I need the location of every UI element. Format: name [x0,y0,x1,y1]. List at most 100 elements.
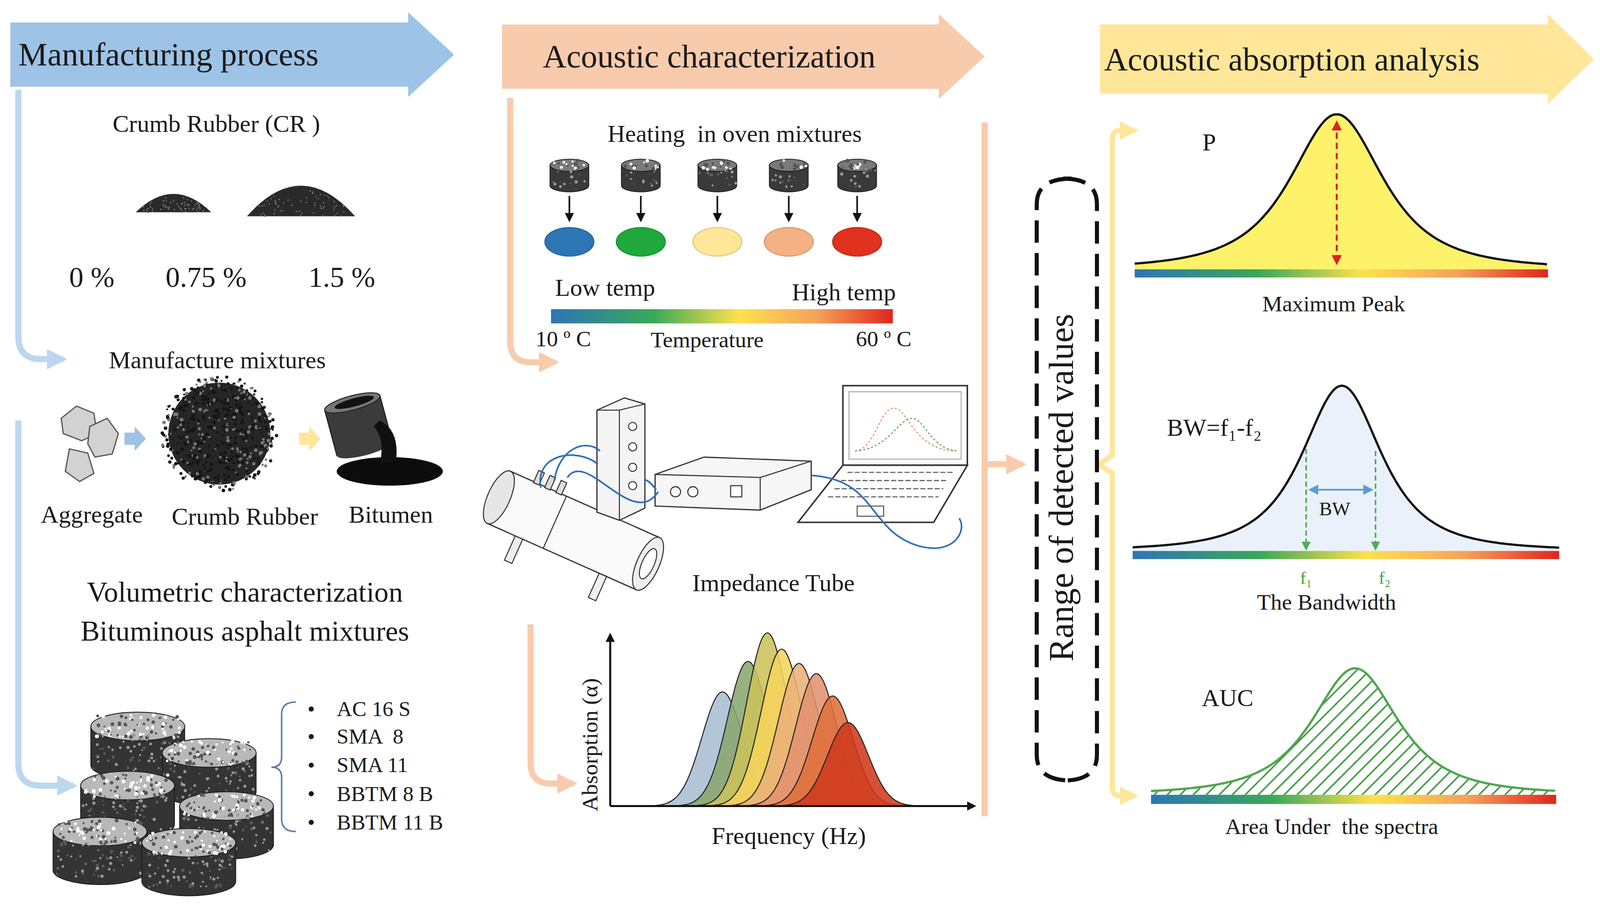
rubber-grain [298,210,301,212]
rubber-grain [180,203,183,205]
rubber-grain [192,454,197,458]
rubber-grain [251,423,256,427]
specimen-grain [241,837,244,840]
rubber-grain [238,388,241,392]
specimen-grain [122,802,125,805]
specimen-grain [218,795,221,798]
specimen-grain [173,840,176,843]
rubber-grain [229,429,232,432]
specimen-grain [105,856,109,860]
specimen-grain [139,715,143,719]
specimen-grain [177,730,181,734]
specimen-grain [102,803,105,806]
rubber-grain [219,386,222,389]
rubber-grain [160,431,164,435]
rubber-grain [235,386,239,390]
rubber-grain [164,197,167,199]
specimen-grain [198,844,202,848]
specimen-grain [705,167,709,171]
rubber-grain [188,398,191,401]
specimen-grain [79,854,82,857]
specimen-grain [151,831,155,836]
specimen-grain [166,882,169,885]
specimen-grain [227,808,231,812]
rubber-grain [198,205,200,207]
specimen-grain [176,735,180,739]
specimen-grain [249,812,252,815]
specimen-grain [103,795,106,798]
rubber-grain [195,460,200,465]
specimen-grain [119,837,123,841]
rubber-grain [266,446,270,450]
specimen-grain [236,786,239,789]
specimen-grain [63,842,67,845]
can-opening [333,393,376,412]
specimen-grain [82,836,86,840]
specimen-grain [209,876,212,879]
specimen-grain [201,859,205,863]
specimen-grain [216,828,219,831]
rubber-grain [196,391,200,395]
rubber-grain [184,400,187,403]
rubber-grain [317,197,320,200]
rubber-grain [217,383,220,386]
specimen-grain [94,733,99,738]
rubber-grain [291,204,293,206]
specimen-grain [98,840,102,844]
specimen-grain [137,758,141,762]
rubber-grain [300,199,302,202]
rubber-grain [212,426,216,430]
rubber-grain [180,208,183,211]
text-label: Volumetric characterization Bituminous a… [30,572,460,651]
rubber-grain [198,433,201,436]
rubber-grain [188,429,192,433]
specimen-grain [211,745,215,749]
rubber-grain [174,461,178,466]
rubber-grain [274,433,279,438]
specimen-grain [230,794,233,797]
specimen-grain [227,749,232,754]
specimen-grain [230,739,235,744]
rubber-grain [160,443,164,447]
heating-arrow [856,195,858,221]
specimen-grain [70,826,73,829]
specimen-grain [172,875,176,879]
rubber-grain [278,198,280,201]
specimen-grain [140,737,144,741]
rubber-grain [311,192,314,194]
specimen-grain [91,797,95,800]
specimen-grain [89,807,93,811]
signal-wire [539,455,598,488]
rubber-grain [169,432,172,435]
percentage-label: 0.75 % [165,260,247,294]
rubber-grain [192,417,196,421]
rubber-grain [243,398,246,401]
rubber-grain [145,208,148,211]
specimen-grain [152,792,156,796]
specimen-grain [129,858,133,862]
specimen-grain [250,768,253,772]
specimen-grain [565,162,568,165]
specimen-grain [625,174,628,177]
specimen-grain [198,772,201,775]
specimen-grain [101,775,106,780]
rubber-grain [185,431,188,434]
rubber-grain [172,425,175,428]
specimen-grain [249,748,252,751]
specimen-grain [233,771,237,775]
specimen-grain [265,826,269,830]
tube-left-end [477,466,522,529]
specimen-grain [154,781,158,784]
rubber-grain [264,464,268,468]
specimen-grain [170,756,174,760]
specimen-grain [142,789,145,793]
rubber-grain [229,387,233,391]
text-label: P [1202,128,1216,157]
rubber-grain [196,386,200,389]
rubber-grain [176,450,179,453]
bandwidth-arrow [1310,488,1372,491]
specimen-grain [176,751,180,755]
specimen-grain [644,163,647,166]
microphone [533,470,545,485]
specimen-grain [193,800,196,803]
